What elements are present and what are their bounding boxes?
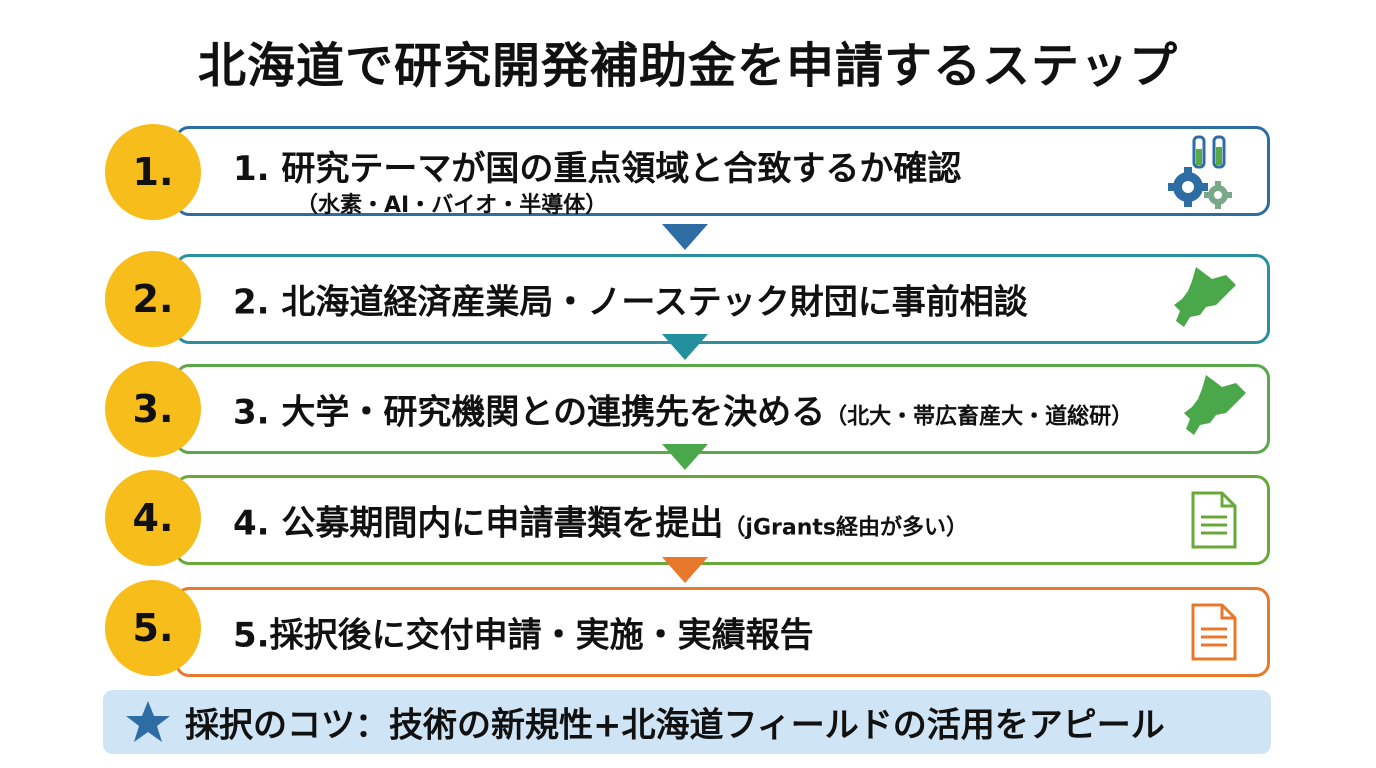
step-1-sub: （水素・AI・バイオ・半導体） [296,193,608,218]
step-5-text: 5.採択後に交付申請・実施・実績報告 [233,615,814,656]
step-4-sub: （jGrants経由が多い） [723,515,968,541]
arrow-down-2 [662,334,708,360]
step-2-text: 2. 北海道経済産業局・ノーステック財団に事前相談 [233,282,1028,323]
arrow-down-3 [662,444,708,470]
page-title: 北海道で研究開発補助金を申請するステップ [197,38,1178,94]
arrow-down-4 [662,557,708,583]
step-4-main: 4. 公募期間内に申請書類を提出 [233,503,724,544]
document-icon [1191,491,1237,549]
hokkaido-map-icon [1184,375,1246,435]
step-2-box: 2. 北海道経済産業局・ノーステック財団に事前相談 [175,254,1270,344]
step-1-text: 1. 研究テーマが国の重点領域と合致するか確認 [233,149,962,189]
step-3-text: 3. 大学・研究機関との連携先を決める（北大・帯広畜産大・道総研） [233,385,1133,434]
step-1-box: 1. 研究テーマが国の重点領域と合致するか確認 （水素・AI・バイオ・半導体） [175,126,1270,218]
arrow-down-1 [662,224,708,250]
tip-banner: 採択のコツ：技術の新規性+北海道フィールドの活用をアピール [103,690,1271,754]
lab-gear-icon [1168,135,1232,209]
step-5-box: 5.採択後に交付申請・実施・実績報告 [175,587,1270,677]
document-icon [1191,603,1237,661]
step-1-badge: 1. [105,124,201,220]
step-3-sub: （北大・帯広畜産大・道総研） [825,404,1134,430]
star-icon [126,701,170,742]
step-3-box: 3. 大学・研究機関との連携先を決める（北大・帯広畜産大・道総研） [175,364,1270,454]
step-4-badge: 4. [105,470,201,566]
step-5-badge: 5. [105,580,201,676]
tip-text: 採択のコツ：技術の新規性+北海道フィールドの活用をアピール [185,705,1165,746]
hokkaido-map-icon [1174,267,1236,327]
step-3-badge: 3. [105,361,201,457]
step-3-main: 3. 大学・研究機関との連携先を決める [233,392,826,433]
step-4-text: 4. 公募期間内に申請書類を提出（jGrants経由が多い） [233,496,968,545]
step-2-badge: 2. [105,251,201,347]
step-4-box: 4. 公募期間内に申請書類を提出（jGrants経由が多い） [175,475,1270,565]
